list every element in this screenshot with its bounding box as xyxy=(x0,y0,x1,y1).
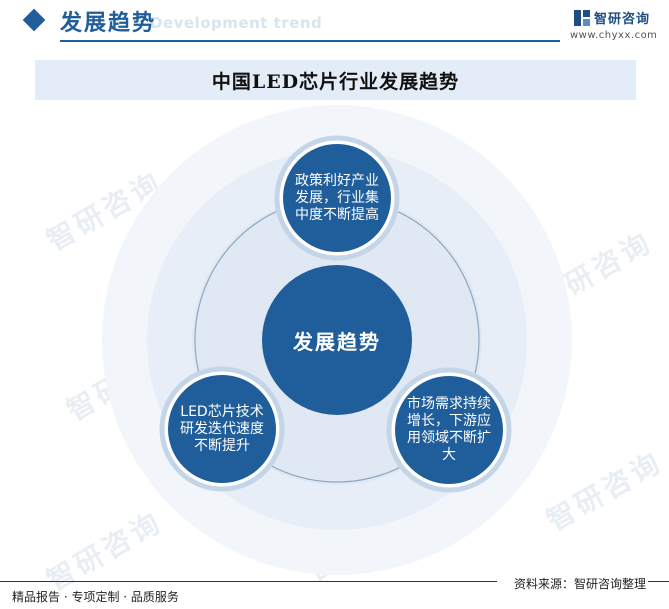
header-subtitle-en: Development trend xyxy=(150,14,323,32)
center-circle xyxy=(262,265,412,415)
node-circle-left xyxy=(168,375,276,483)
header: Development trend 发展趋势 智研咨询 www.chyxx.co… xyxy=(0,0,669,44)
center-label: 发展趋势 xyxy=(293,329,381,354)
brand-name: 智研咨询 xyxy=(594,12,651,27)
header-divider xyxy=(60,40,560,42)
node-label-right: 市场需求持续增长，下游应用领域不断扩大 xyxy=(407,396,491,463)
zhiyan-logo-icon xyxy=(574,10,590,26)
node-circle-top xyxy=(283,144,391,252)
header-title: 发展趋势 xyxy=(60,11,157,36)
node-circle-right xyxy=(395,376,503,484)
node-label-top: 政策利好产业发展，行业集中度不断提高 xyxy=(295,172,379,223)
diagram-title-bar: 中国LED芯片行业发展趋势 xyxy=(35,60,636,100)
footer-divider xyxy=(0,581,497,582)
diagram-title: 中国LED芯片行业发展趋势 xyxy=(211,70,460,93)
footer-slogan: 精品报告 · 专项定制 · 品质服务 xyxy=(12,590,179,604)
node-label-left: LED芯片技术研发迭代速度不断提升 xyxy=(180,403,264,454)
source-note: 资料来源：智研咨询整理 xyxy=(512,575,649,592)
brand-url: www.chyxx.com xyxy=(570,30,658,41)
